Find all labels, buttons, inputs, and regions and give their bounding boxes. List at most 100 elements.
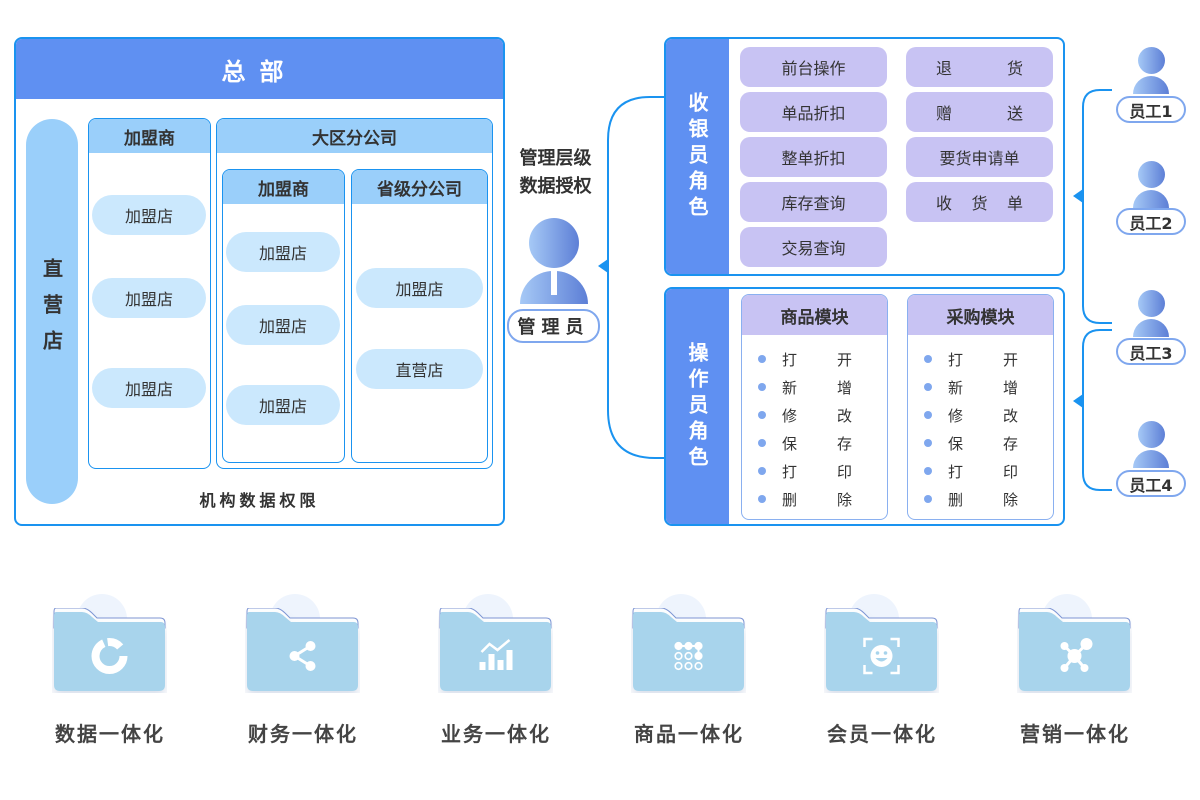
feature-label: 业务一体化	[441, 722, 551, 746]
module-action: 删除	[908, 485, 1053, 513]
direct-store-pill: 直营店	[26, 119, 78, 504]
feature-item: 财务一体化	[233, 594, 373, 764]
headquarters-panel: 总部 直营店 加盟商 加盟店 加盟店 加盟店 大区分公司 加盟商 加盟店 加盟店…	[14, 37, 505, 526]
franchise-store: 加盟店	[226, 232, 340, 272]
feature-item: 业务一体化	[426, 594, 566, 764]
regional-franchisee-column: 加盟商 加盟店 加盟店 加盟店	[222, 169, 345, 463]
employee-bracket-arrow-bottom	[1073, 394, 1083, 408]
admin-avatar	[520, 218, 588, 306]
direct-store: 直营店	[356, 349, 483, 389]
avatar-head	[1138, 161, 1165, 188]
employee-avatar	[1133, 421, 1169, 469]
bullet-icon	[758, 411, 766, 419]
module-action: 修改	[742, 401, 887, 429]
cashier-role-panel: 收银员角色 前台操作 单品折扣 整单折扣 库存查询 交易查询 退 货 赠 送 要…	[664, 37, 1065, 276]
employee-label: 员工4	[1116, 470, 1186, 497]
cashier-role-label-bar: 收银员角色	[666, 39, 729, 274]
bar-trend-icon	[479, 639, 513, 670]
franchisee-header: 加盟商	[89, 119, 210, 153]
module-action: 保存	[742, 429, 887, 457]
folder-icon	[439, 608, 552, 691]
employee-label: 员工2	[1116, 208, 1186, 235]
feature-label: 财务一体化	[248, 722, 358, 746]
franchise-store: 加盟店	[92, 278, 206, 318]
provincial-branch-header: 省级分公司	[352, 170, 487, 204]
bullet-icon	[924, 383, 932, 391]
admin-bracket-line	[607, 96, 665, 459]
module-action: 打开	[908, 345, 1053, 373]
bullet-icon	[758, 439, 766, 447]
permission-text: 单	[1006, 194, 1023, 213]
employee-bracket-arrow-top	[1073, 189, 1083, 203]
folder-icon	[1018, 608, 1131, 691]
admin-bracket-arrow	[598, 259, 608, 273]
folder-icon	[246, 608, 359, 691]
regional-branch-header: 大区分公司	[217, 119, 492, 153]
feature-label: 商品一体化	[634, 722, 744, 746]
avatar-head	[529, 218, 579, 268]
product-module: 商品模块 打开 新增 修改 保存 打印 删除	[741, 294, 888, 520]
admin-label: 管理员	[507, 309, 600, 343]
permission-item-receipt: 收 货 单	[906, 182, 1053, 222]
franchise-store: 加盟店	[92, 368, 206, 408]
provincial-branch-column: 省级分公司 加盟店 直营店	[351, 169, 488, 463]
bullet-icon	[758, 355, 766, 363]
permission-text: 要货申请单	[939, 149, 1020, 168]
avatar-body	[1133, 319, 1169, 337]
franchise-store: 加盟店	[226, 305, 340, 345]
bullet-icon	[924, 495, 932, 503]
module-header: 商品模块	[742, 295, 887, 335]
avatar-body	[1133, 450, 1169, 468]
feature-item: 数据一体化	[40, 594, 180, 764]
permission-item: 库存查询	[740, 182, 887, 222]
feature-item: 商品一体化	[619, 594, 759, 764]
employee-avatar	[1133, 161, 1169, 209]
employee-bracket-line-bottom	[1082, 329, 1112, 491]
operator-role-label: 操作员角色	[685, 341, 709, 472]
regional-branch-column: 大区分公司 加盟商 加盟店 加盟店 加盟店 省级分公司 加盟店 直营店	[216, 118, 493, 469]
permission-item: 交易查询	[740, 227, 887, 267]
module-action: 删除	[742, 485, 887, 513]
feature-label: 数据一体化	[55, 722, 165, 746]
feature-item: 会员一体化	[812, 594, 952, 764]
avatar-head	[1138, 47, 1165, 74]
avatar-head	[1138, 421, 1165, 448]
operator-role-label-bar: 操作员角色	[666, 289, 729, 524]
module-action: 新增	[908, 373, 1053, 401]
feature-label: 会员一体化	[827, 722, 937, 746]
permission-item-return: 退 货	[906, 47, 1053, 87]
permission-text: 退	[936, 59, 953, 78]
feature-item: 营销一体化	[1005, 594, 1145, 764]
network-icon	[1060, 638, 1093, 672]
franchisee-column: 加盟商 加盟店 加盟店 加盟店	[88, 118, 211, 469]
bullet-icon	[924, 439, 932, 447]
permission-item: 单品折扣	[740, 92, 887, 132]
pie-chart-icon	[91, 638, 128, 674]
cashier-role-label: 收银员角色	[685, 91, 709, 222]
employee-avatar	[1133, 47, 1169, 95]
folder-icon	[53, 608, 166, 691]
feature-label: 营销一体化	[1020, 722, 1130, 746]
admin-title-line2: 数据授权	[519, 176, 592, 197]
bullet-icon	[924, 467, 932, 475]
face-scan-icon	[863, 637, 900, 675]
permission-item: 整单折扣	[740, 137, 887, 177]
module-header: 采购模块	[908, 295, 1053, 335]
employee-label: 员工1	[1116, 96, 1186, 123]
avatar-body	[1133, 190, 1169, 208]
franchise-store: 加盟店	[356, 268, 483, 308]
permission-text: 货	[1006, 59, 1023, 78]
bullet-icon	[758, 495, 766, 503]
regional-franchisee-header: 加盟商	[223, 170, 344, 204]
admin-title-line1: 管理层级	[519, 148, 592, 169]
module-action: 打印	[742, 457, 887, 485]
permission-text: 货	[971, 194, 988, 213]
bullet-icon	[758, 467, 766, 475]
folder-icon	[825, 608, 938, 691]
permission-text: 送	[1006, 104, 1023, 123]
employee-label: 员工3	[1116, 338, 1186, 365]
module-action: 保存	[908, 429, 1053, 457]
avatar-tie	[551, 271, 557, 295]
permission-item-gift: 赠 送	[906, 92, 1053, 132]
